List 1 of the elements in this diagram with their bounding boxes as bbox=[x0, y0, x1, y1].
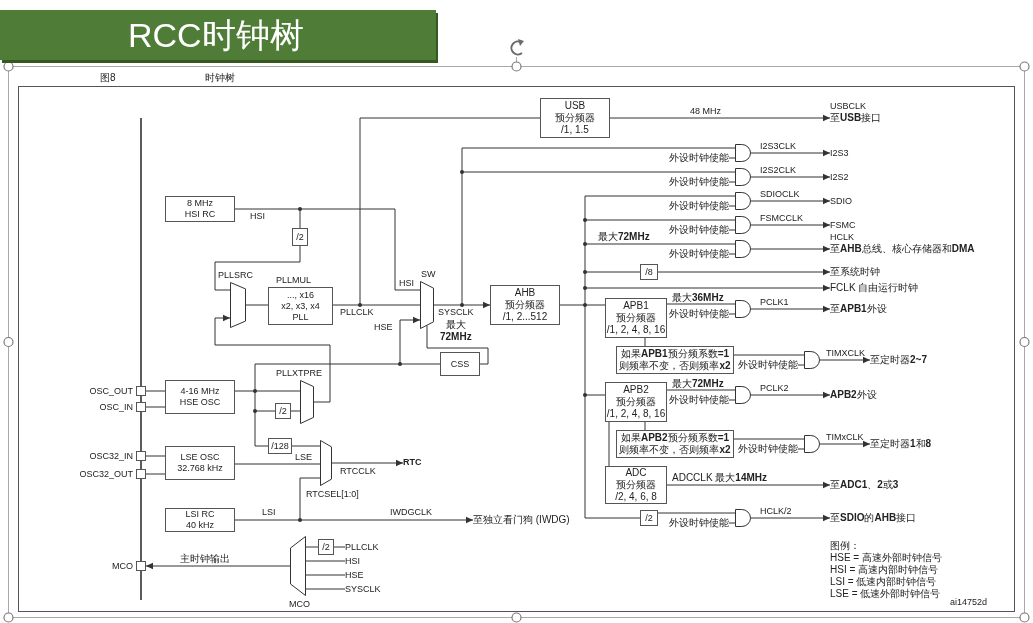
slide-title: RCC时钟树 bbox=[0, 10, 436, 60]
